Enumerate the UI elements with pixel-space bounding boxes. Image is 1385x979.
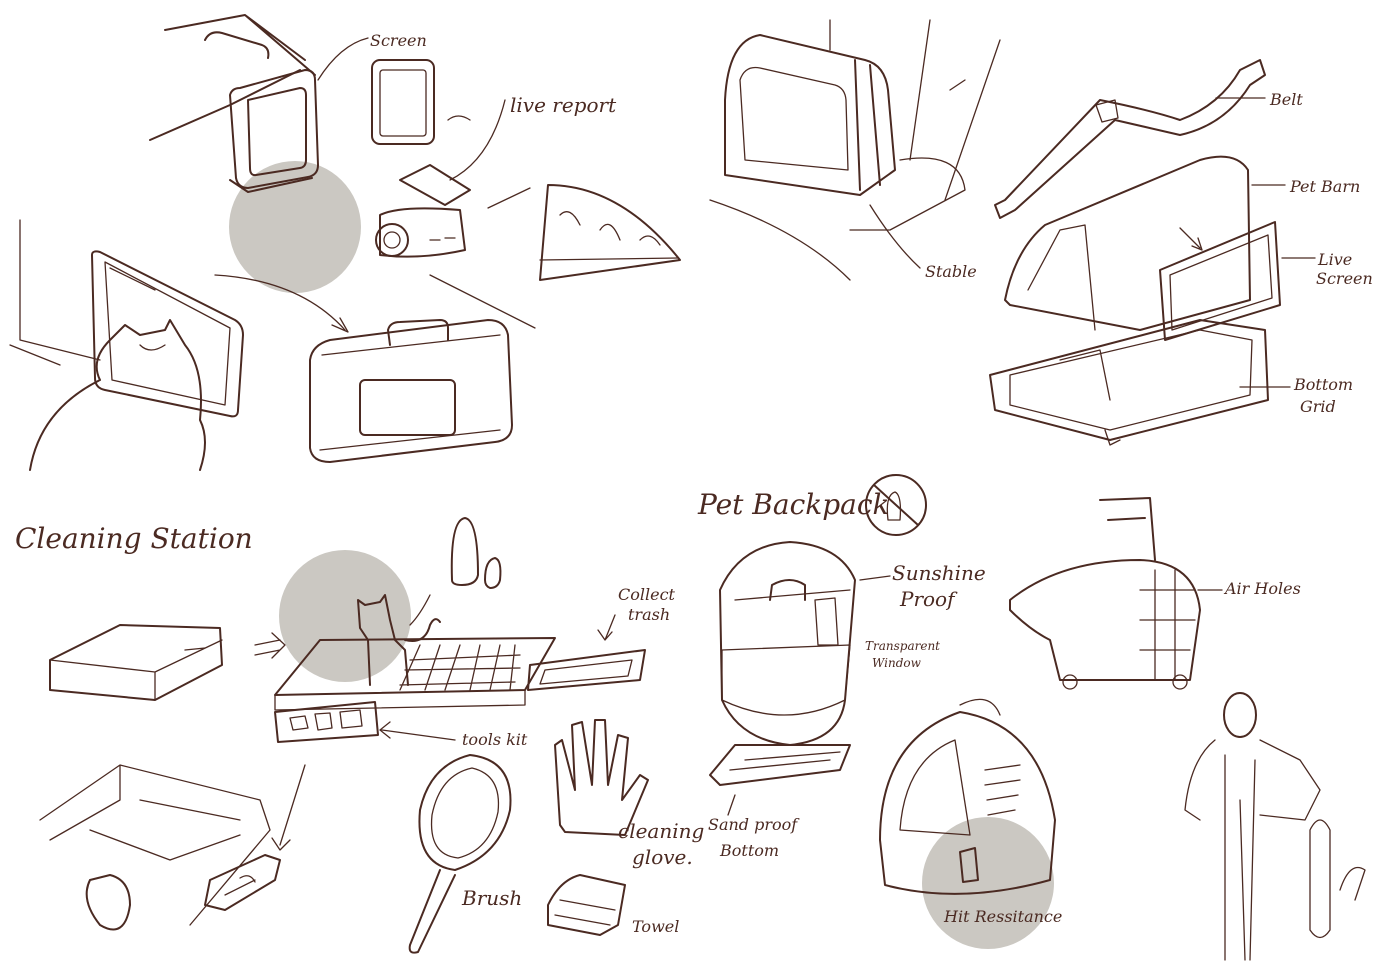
leader-live-report bbox=[448, 100, 505, 180]
cat-window-sketch bbox=[10, 220, 243, 470]
label-bottom-grid-line2: Grid bbox=[1300, 397, 1336, 416]
label-collect-trash-line1: Collect bbox=[618, 585, 676, 604]
leader-sand-proof bbox=[728, 795, 735, 815]
label-bottom-grid-line1: Bottom bbox=[1293, 375, 1353, 394]
label-towel: Towel bbox=[632, 917, 679, 936]
label-tools-kit: tools kit bbox=[462, 730, 528, 749]
label-transparent-window-line1: Transparent bbox=[865, 639, 940, 653]
label-live-report: live report bbox=[510, 93, 617, 117]
label-air-holes: Air Holes bbox=[1223, 579, 1301, 598]
label-sunshine-proof-line2: Proof bbox=[899, 587, 958, 611]
label-sunshine-proof-line1: Sunshine bbox=[892, 561, 986, 585]
cactus-sketch bbox=[410, 518, 500, 625]
label-screen: Screen bbox=[370, 31, 427, 50]
label-brush: Brush bbox=[461, 886, 522, 910]
traveler-sketch bbox=[1185, 693, 1365, 960]
label-live-screen-line2: Screen bbox=[1316, 269, 1373, 288]
label-cleaning-glove-line1: cleaning bbox=[618, 819, 704, 843]
arrow-double bbox=[255, 633, 285, 658]
backpack-sketch bbox=[710, 542, 855, 785]
folded-station-sketch bbox=[50, 625, 222, 700]
label-sand-proof-line1: Sand proof bbox=[708, 815, 800, 834]
label-pet-backpack: Pet Backpack bbox=[697, 488, 890, 521]
bench-sketch bbox=[40, 765, 280, 930]
toolbox-sketch bbox=[310, 320, 512, 462]
highlight-circle-resistance bbox=[922, 817, 1054, 949]
label-transparent-window-line2: Window bbox=[872, 656, 922, 670]
wedge-landscape-sketch bbox=[540, 185, 680, 280]
label-pet-barn: Pet Barn bbox=[1289, 177, 1360, 196]
pet-barn-sketch bbox=[990, 157, 1280, 445]
leader-collect-trash bbox=[598, 615, 615, 640]
rolling-carrier-sketch bbox=[1010, 498, 1200, 689]
stable-sketch bbox=[710, 20, 1000, 280]
belt-sketch bbox=[995, 60, 1265, 218]
label-hit-resistance: Hit Ressitance bbox=[943, 907, 1062, 926]
leader-screen bbox=[318, 38, 368, 80]
camera-sketch bbox=[376, 165, 470, 257]
leader-sunshine bbox=[860, 576, 890, 580]
label-cleaning-glove-line2: glove. bbox=[632, 845, 693, 869]
arrow-to-bench bbox=[272, 765, 305, 850]
highlight-circle-cat bbox=[279, 550, 411, 682]
leader-tools-kit bbox=[380, 722, 455, 740]
brush-sketch bbox=[410, 755, 511, 953]
label-stable: Stable bbox=[925, 262, 977, 281]
glove-sketch bbox=[555, 720, 648, 835]
label-belt: Belt bbox=[1269, 90, 1303, 109]
leader-stable bbox=[870, 205, 920, 268]
label-live-screen-line1: Live bbox=[1317, 250, 1352, 269]
towel-sketch bbox=[548, 875, 625, 935]
label-sand-proof-line2: Bottom bbox=[719, 841, 779, 860]
label-collect-trash-line2: trash bbox=[628, 605, 670, 624]
label-cleaning-station: Cleaning Station bbox=[15, 522, 253, 555]
screen-tablet-sketch bbox=[372, 60, 434, 144]
